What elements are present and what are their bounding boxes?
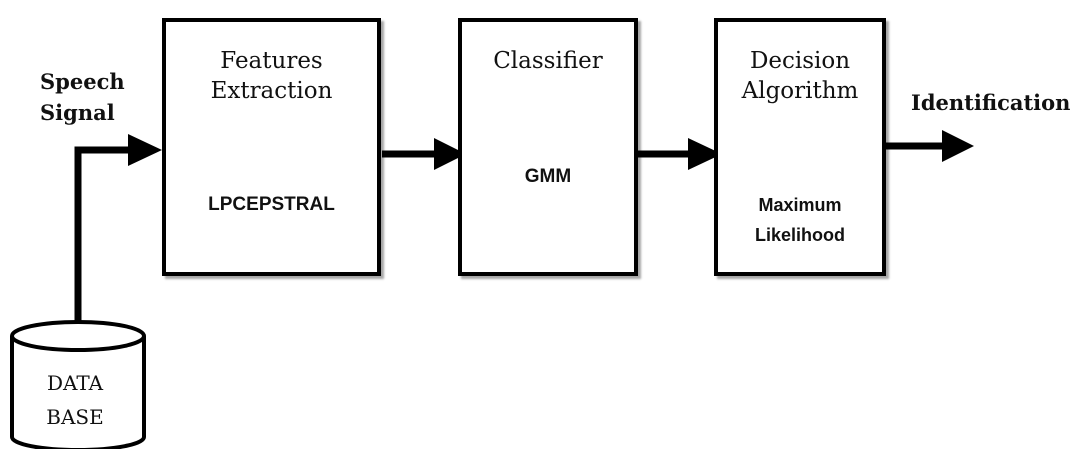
block-body-line1: Maximum (758, 195, 842, 215)
lpcepstral-method-label: LPCEPSTRAL (166, 190, 377, 220)
decision-algorithm-title: Decision Algorithm (718, 46, 882, 106)
block-body-line2: Likelihood (755, 225, 845, 245)
decision-algorithm-block: Decision Algorithm Maximum Likelihood (714, 18, 886, 276)
speech-label-line1: Speech (40, 69, 125, 94)
arrowhead-into-features (128, 134, 162, 166)
features-extraction-block: Features Extraction LPCEPSTRAL (162, 18, 381, 276)
block-title-line1: Decision (749, 48, 851, 74)
database-label-line2: BASE (46, 405, 104, 429)
block-title-line1: Features (220, 48, 323, 74)
arrowhead-into-decision (688, 138, 722, 170)
block-title-line2: Extraction (210, 78, 333, 104)
speech-signal-label: Speech Signal (40, 66, 125, 128)
block-title-line1: Classifier (493, 48, 603, 74)
database-label: DATA BASE (10, 366, 140, 434)
block-body-line1: GMM (524, 166, 572, 187)
classifier-block: Classifier GMM (458, 18, 638, 276)
database-to-features-connector (74, 146, 132, 322)
block-body-line1: LPCEPSTRAL (208, 194, 335, 215)
identification-label: Identification (911, 90, 1071, 115)
features-extraction-title: Features Extraction (166, 46, 377, 106)
database-label-line1: DATA (46, 371, 104, 395)
gmm-model-label: GMM (462, 162, 634, 192)
classifier-title: Classifier (462, 46, 634, 76)
database-cylinder (10, 320, 146, 449)
arrowhead-output (942, 130, 974, 162)
maximum-likelihood-label: Maximum Likelihood (718, 190, 882, 250)
block-title-line2: Algorithm (741, 78, 859, 104)
speech-label-line2: Signal (40, 100, 115, 125)
arrowhead-into-classifier (434, 138, 466, 170)
